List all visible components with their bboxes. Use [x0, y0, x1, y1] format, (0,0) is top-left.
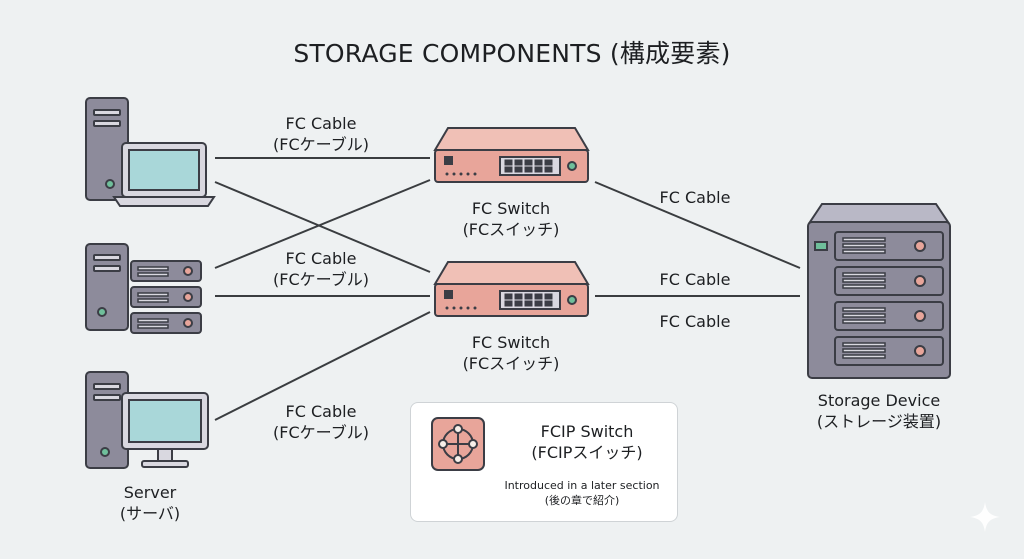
- cable-label-top-left: FC Cable (FCケーブル): [258, 113, 384, 155]
- storage-array-icon: [807, 203, 951, 379]
- switch-bottom-label: FC Switch (FCスイッチ): [451, 332, 571, 374]
- server-label-line: Server: [123, 483, 177, 502]
- fcip-note-line: Introduced in a later section: [504, 479, 660, 492]
- fc-switch-icon: [433, 127, 590, 183]
- diagram-title: STORAGE COMPONENTS (構成要素): [293, 39, 731, 68]
- workstation-icon: [85, 97, 216, 207]
- cable-label-line: (FCケーブル): [273, 423, 369, 442]
- connection-lines: [214, 157, 801, 421]
- switch-label-line: (FCスイッチ): [462, 354, 560, 373]
- cable-rack-to-switch-top: [214, 179, 431, 269]
- cable-label-line: (FCケーブル): [273, 270, 369, 289]
- sparkle-icon: [970, 502, 1000, 532]
- cable-switch-top-to-storage: [594, 181, 801, 269]
- switch-top-label: FC Switch (FCスイッチ): [451, 198, 571, 240]
- fc-switch-icon: [433, 261, 590, 317]
- cable-desktop-to-switch-bottom: [214, 311, 431, 421]
- server-label: Server (サーバ): [90, 482, 210, 524]
- cable-label-line: FC Cable: [285, 249, 357, 268]
- cable-label-bottom-left: FC Cable (FCケーブル): [258, 401, 384, 443]
- switch-label-line: (FCスイッチ): [462, 220, 560, 239]
- fcip-switch-icon: [431, 417, 485, 471]
- cable-label-line: FC Cable: [285, 114, 357, 133]
- fcip-title-line: FCIP Switch: [540, 422, 634, 441]
- switch-label-line: FC Switch: [471, 199, 551, 218]
- cable-label-line: (FCケーブル): [273, 135, 369, 154]
- cable-label-middle-right-1: FC Cable: [659, 270, 731, 289]
- cable-ws-to-switch-bottom: [214, 181, 431, 273]
- fcip-switch-title: FCIP Switch (FCIPスイッチ): [507, 421, 667, 463]
- cable-label-middle-right-2: FC Cable: [659, 312, 731, 331]
- fcip-note-line: (後の章で紹介): [544, 494, 620, 507]
- cable-label-middle-left: FC Cable (FCケーブル): [258, 248, 384, 290]
- rack-server-icon: [85, 243, 202, 334]
- desktop-server-icon: [85, 371, 209, 469]
- server-label-line: (サーバ): [119, 504, 181, 523]
- cable-label-line: FC Cable: [285, 402, 357, 421]
- storage-label-line: Storage Device: [817, 391, 941, 410]
- storage-label: Storage Device (ストレージ装置): [800, 390, 958, 432]
- cable-label-top-right: FC Cable: [659, 188, 731, 207]
- fcip-note: Introduced in a later section (後の章で紹介): [491, 478, 673, 508]
- fcip-title-line: (FCIPスイッチ): [531, 443, 643, 462]
- storage-label-line: (ストレージ装置): [816, 412, 942, 431]
- fcip-legend-box: FCIP Switch (FCIPスイッチ) Introduced in a l…: [410, 402, 678, 522]
- switch-label-line: FC Switch: [471, 333, 551, 352]
